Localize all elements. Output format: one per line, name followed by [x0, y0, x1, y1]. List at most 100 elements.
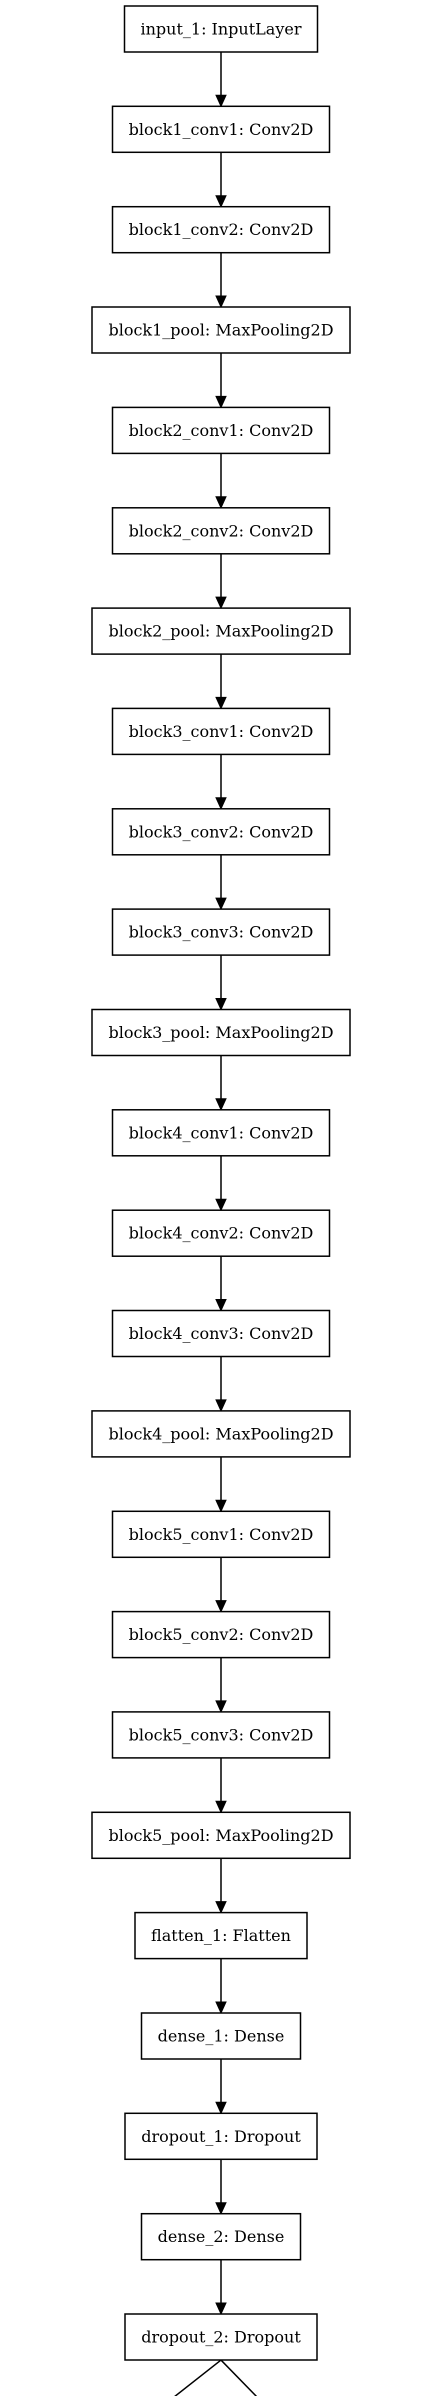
arrowhead-icon: [215, 1098, 227, 1112]
edge-dense-2-to-dropout-2: [215, 2259, 227, 2316]
node-box: [111, 1610, 331, 1659]
node-block1-conv2: block1_conv2: Conv2D: [111, 205, 331, 254]
arrowhead-icon: [215, 295, 227, 309]
edge-block3-pool-to-block4-conv1: [215, 1055, 227, 1112]
node-dropout-1: dropout_1: Dropout: [124, 2112, 318, 2161]
node-flatten-1: flatten_1: Flatten: [134, 1911, 308, 1960]
node-block2-conv2: block2_conv2: Conv2D: [111, 507, 331, 555]
node-block4-conv2: block4_conv2: Conv2D: [111, 1209, 331, 1257]
arrowhead-icon: [215, 1299, 227, 1312]
arrowhead-icon: [215, 1901, 227, 1914]
node-label: block3_conv2: Conv2D: [129, 822, 314, 841]
node-box: [111, 406, 331, 455]
node-label: input_1: InputLayer: [141, 20, 302, 39]
node-box: [111, 1109, 331, 1157]
node-block5-pool: block5_pool: MaxPooling2D: [91, 1811, 351, 1860]
node-block4-pool: block4_pool: MaxPooling2D: [91, 1410, 351, 1458]
arrowhead-icon: [215, 2302, 227, 2316]
node-block5-conv3: block5_conv3: Conv2D: [111, 1711, 331, 1759]
node-label: block3_conv3: Conv2D: [129, 923, 314, 942]
edge-block4-conv1-to-block4-conv2: [215, 1155, 227, 1212]
edge-block1-pool-to-block2-conv1: [215, 353, 227, 409]
node-box: [123, 5, 319, 53]
node-block4-conv3: block4_conv3: Conv2D: [111, 1309, 331, 1358]
node-block2-pool: block2_pool: MaxPooling2D: [91, 607, 351, 655]
edge-block5-pool-to-flatten-1: [215, 1858, 227, 1914]
node-box: [124, 2313, 318, 2361]
node-box: [140, 2012, 302, 2060]
arrowhead-icon: [215, 1198, 227, 1212]
node-box: [111, 908, 331, 956]
arrowhead-icon: [215, 2202, 227, 2215]
node-label: block3_conv1: Conv2D: [129, 722, 314, 741]
arrowhead-icon: [215, 1800, 227, 1814]
node-label: block5_pool: MaxPooling2D: [108, 1826, 333, 1845]
edge-block3-conv1-to-block3-conv2: [215, 754, 227, 811]
arrowhead-icon: [215, 596, 227, 610]
edge-input-1-to-block1-conv1: [215, 52, 227, 108]
node-block3-conv2: block3_conv2: Conv2D: [111, 808, 331, 856]
edge-dropout-2-to-age-prediction: [220, 2359, 258, 2396]
node-label: block1_conv1: Conv2D: [129, 120, 314, 139]
edge-block2-pool-to-block3-conv1: [215, 654, 227, 710]
node-box: [91, 1410, 351, 1458]
edge-block2-conv1-to-block2-conv2: [215, 453, 227, 510]
node-label: block4_conv2: Conv2D: [129, 1224, 314, 1243]
node-label: block1_pool: MaxPooling2D: [108, 321, 333, 340]
arrowhead-icon: [215, 1700, 227, 1714]
node-block3-conv1: block3_conv1: Conv2D: [111, 707, 331, 756]
node-label: dense_2: Dense: [158, 2227, 285, 2246]
edge-block2-conv2-to-block2-pool: [215, 553, 227, 610]
node-dropout-2: dropout_2: Dropout: [124, 2313, 318, 2361]
node-box: [111, 707, 331, 756]
node-box: [111, 1711, 331, 1759]
node-label: block5_conv3: Conv2D: [129, 1725, 314, 1744]
node-box: [111, 1309, 331, 1358]
node-block5-conv2: block5_conv2: Conv2D: [111, 1610, 331, 1659]
node-box: [111, 1510, 331, 1559]
edge-block5-conv3-to-block5-pool: [215, 1757, 227, 1814]
node-label: block4_pool: MaxPooling2D: [108, 1424, 333, 1443]
edge-line: [220, 2359, 258, 2396]
edge-block1-conv2-to-block1-pool: [215, 252, 227, 309]
edge-block4-conv2-to-block4-conv3: [215, 1256, 227, 1312]
node-box: [111, 507, 331, 555]
node-label: dropout_2: Dropout: [141, 2328, 301, 2347]
node-label: block4_conv3: Conv2D: [129, 1324, 314, 1343]
edges-layer: [174, 52, 258, 2396]
node-block1-pool: block1_pool: MaxPooling2D: [91, 306, 351, 354]
node-box: [111, 1209, 331, 1257]
edge-dropout-2-to-gender-prediction: [174, 2359, 222, 2396]
node-box: [111, 205, 331, 254]
edge-block4-conv3-to-block4-pool: [215, 1356, 227, 1413]
arrowhead-icon: [215, 897, 227, 911]
edge-block4-pool-to-block5-conv1: [215, 1456, 227, 1513]
arrowhead-icon: [215, 797, 227, 811]
node-label: block2_pool: MaxPooling2D: [108, 622, 333, 641]
node-block5-conv1: block5_conv1: Conv2D: [111, 1510, 331, 1559]
arrowhead-icon: [215, 696, 227, 710]
node-box: [91, 1811, 351, 1860]
node-box: [111, 808, 331, 856]
edge-dropout-1-to-dense-2: [215, 2159, 227, 2215]
arrowhead-icon: [215, 195, 227, 208]
arrowhead-icon: [215, 2001, 227, 2015]
arrowhead-icon: [215, 2101, 227, 2115]
edge-block1-conv1-to-block1-conv2: [215, 152, 227, 208]
nodes-layer: input_1: InputLayer block1_conv1: Conv2D b…: [91, 5, 351, 2361]
node-box: [134, 1911, 308, 1960]
arrowhead-icon: [215, 1399, 227, 1413]
node-block3-pool: block3_pool: MaxPooling2D: [91, 1008, 351, 1057]
node-block4-conv1: block4_conv1: Conv2D: [111, 1109, 331, 1157]
node-label: block2_conv1: Conv2D: [129, 421, 314, 440]
node-box: [91, 306, 351, 354]
edge-block5-conv2-to-block5-conv3: [215, 1657, 227, 1714]
node-box: [111, 105, 331, 154]
node-box: [91, 607, 351, 655]
edge-block5-conv1-to-block5-conv2: [215, 1557, 227, 1613]
arrowhead-icon: [215, 998, 227, 1011]
node-label: dropout_1: Dropout: [141, 2127, 301, 2146]
node-label: block1_conv2: Conv2D: [129, 220, 314, 239]
node-dense-2: dense_2: Dense: [140, 2212, 302, 2261]
